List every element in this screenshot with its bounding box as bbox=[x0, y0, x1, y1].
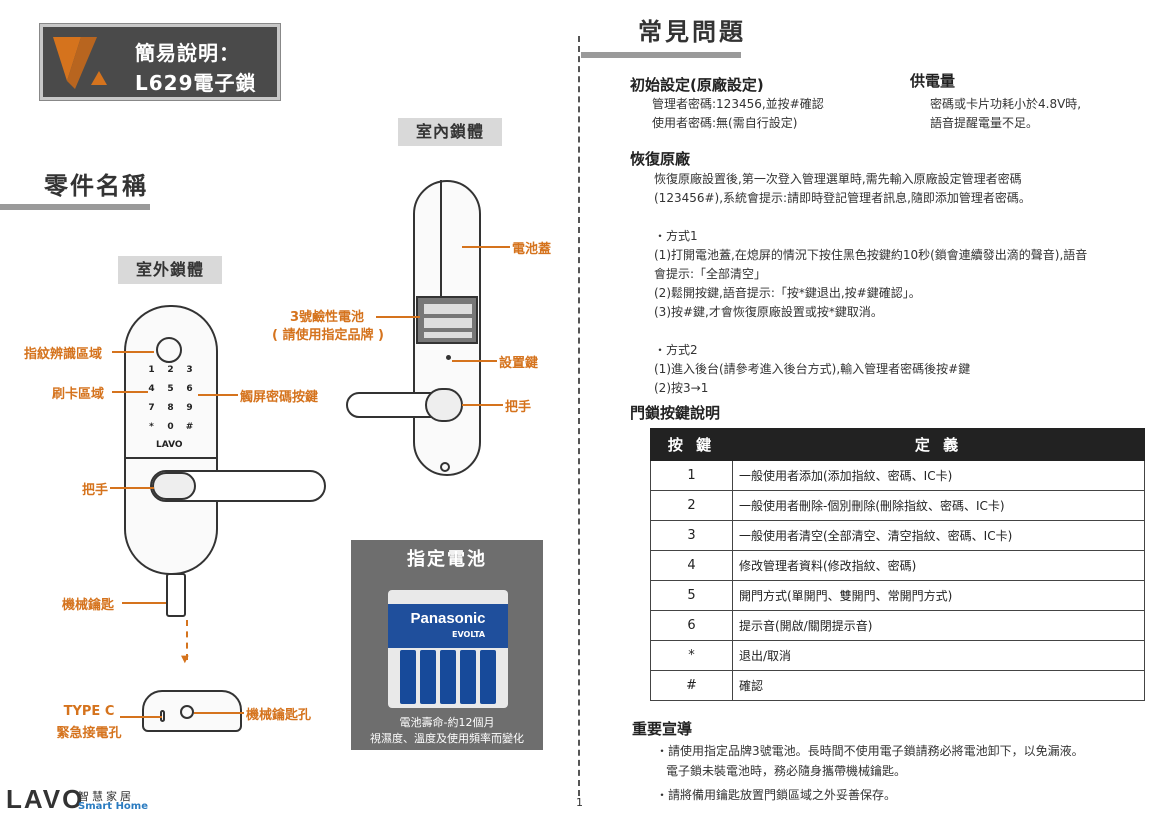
callout-typec-2: 緊急接電孔 bbox=[56, 726, 122, 741]
callout-card: 刷卡區域 bbox=[52, 387, 105, 402]
callout-battery-cover: 電池蓋 bbox=[512, 242, 552, 257]
keyhole-shape bbox=[180, 705, 194, 719]
indoor-screw bbox=[440, 462, 450, 472]
notice-line-3: ・請將備用鑰匙放置門鎖區域之外妥善保存。 bbox=[656, 788, 897, 802]
callout-handle-in: 把手 bbox=[505, 400, 532, 415]
power-heading: 供電量 bbox=[904, 66, 955, 92]
keypad-key[interactable]: 8 bbox=[167, 403, 174, 413]
battery-panel: 指定電池 Panasonic EVOLTA 電池壽命-約12個月 視濕度、溫度及… bbox=[351, 540, 543, 750]
battery-caption-2: 視濕度、溫度及使用頻率而變化 bbox=[370, 732, 524, 745]
restore-body: 恢復原廠設置後,第一次登入管理選單時,需先輸入原廠設定管理者密碼 (123456… bbox=[654, 172, 1088, 395]
title-box: 簡易說明： L629電子鎖 bbox=[39, 23, 281, 101]
keypad-key[interactable]: * bbox=[149, 422, 154, 432]
battery-model: EVOLTA bbox=[452, 630, 486, 639]
outdoor-lock-body: 1 2 3 4 5 6 7 8 9 * 0 # LAVO bbox=[124, 305, 218, 575]
outdoor-handle-base bbox=[152, 472, 196, 500]
battery-panel-title: 指定電池 bbox=[407, 549, 487, 570]
brand-en: Smart Home bbox=[78, 801, 149, 812]
notice-line-2: 電子鎖未裝電池時，務必隨身攜帶機械鑰匙。 bbox=[666, 764, 907, 778]
keypad-brand: LAVO bbox=[156, 440, 183, 450]
battery-pack-image: Panasonic EVOLTA bbox=[388, 590, 508, 708]
faq-title: 常見問題 bbox=[638, 18, 746, 46]
keypad-key[interactable]: 4 bbox=[148, 384, 155, 394]
down-arrow-icon: ▼ bbox=[181, 654, 189, 665]
line-fingerprint bbox=[112, 351, 154, 353]
line-typec bbox=[120, 716, 162, 718]
page-divider bbox=[578, 36, 580, 796]
page-number: 1 bbox=[576, 796, 583, 809]
line-keyhole bbox=[194, 712, 244, 714]
callout-touch-keypad: 觸屏密碼按鍵 bbox=[240, 390, 319, 405]
callout-battery-1: 3號鹼性電池 bbox=[290, 310, 365, 325]
callout-setting-key: 設置鍵 bbox=[499, 356, 539, 371]
keypad-key[interactable]: 2 bbox=[167, 365, 174, 375]
keypad: 1 2 3 4 5 6 7 8 9 * 0 # bbox=[142, 365, 202, 441]
faq-title-bar bbox=[581, 52, 741, 58]
line-mech-key bbox=[122, 602, 166, 604]
keypad-key[interactable]: 1 bbox=[148, 365, 155, 375]
outdoor-label: 室外鎖體 bbox=[118, 256, 222, 284]
title-line-1: 簡易說明： bbox=[135, 41, 240, 65]
title-logo-icon bbox=[53, 37, 107, 89]
col-def-header: 定 義 bbox=[732, 428, 1145, 461]
indoor-handle-base bbox=[425, 388, 463, 422]
line-touch-keypad bbox=[198, 394, 238, 396]
battery-compartment bbox=[416, 296, 478, 344]
initial-heading: 初始設定(原廠設定) bbox=[624, 70, 764, 96]
keypad-key[interactable]: 6 bbox=[186, 384, 193, 394]
keypad-key[interactable]: 3 bbox=[186, 365, 193, 375]
keypad-key[interactable]: 9 bbox=[186, 403, 193, 413]
body-divider bbox=[126, 457, 216, 459]
col-key-header: 按 鍵 bbox=[650, 428, 733, 461]
line-handle-out bbox=[110, 487, 154, 489]
notice-line-1: ・請使用指定品牌3號電池。長時間不使用電子鎖請務必將電池卸下，以免漏液。 bbox=[656, 744, 1084, 758]
line-battery-cover bbox=[462, 246, 510, 248]
initial-body: 管理者密碼:123456,並按#確認 使用者密碼:無(需自行設定) bbox=[652, 97, 824, 130]
parts-title-bar bbox=[0, 204, 150, 210]
mechanical-key-shape bbox=[166, 573, 186, 617]
callout-keyhole: 機械鑰匙孔 bbox=[246, 708, 312, 723]
notice-heading: 重要宣導 bbox=[626, 714, 692, 740]
brand-zh: 智慧家居 bbox=[78, 790, 134, 803]
keypad-key[interactable]: # bbox=[185, 422, 194, 432]
restore-heading: 恢復原廠 bbox=[624, 144, 690, 170]
line-card bbox=[112, 391, 148, 393]
table-row: #確認 bbox=[650, 670, 1145, 701]
battery-brand: Panasonic bbox=[410, 610, 486, 627]
keypad-key[interactable]: 5 bbox=[167, 384, 174, 394]
power-body: 密碼或卡片功耗小於4.8V時, 語音提醒電量不足。 bbox=[930, 97, 1082, 130]
callout-typec-1: TYPE C bbox=[63, 704, 115, 719]
callout-handle-out: 把手 bbox=[82, 483, 109, 498]
indoor-label: 室內鎖體 bbox=[398, 118, 502, 146]
callout-battery-2: ( 請使用指定品牌 ) bbox=[272, 328, 384, 343]
key-arrow-dash bbox=[186, 620, 188, 660]
line-battery bbox=[376, 316, 420, 318]
callout-mech-key: 機械鑰匙 bbox=[62, 598, 115, 613]
line-handle-in bbox=[462, 404, 503, 406]
setting-key-dot bbox=[446, 355, 451, 360]
title-line-2: L629電子鎖 bbox=[135, 71, 257, 95]
brand-logo: LAVO bbox=[6, 784, 85, 814]
line-setting-key bbox=[452, 360, 497, 362]
callout-fingerprint: 指紋辨識區域 bbox=[24, 347, 103, 362]
indoor-cover-seam bbox=[440, 180, 442, 298]
battery-caption-1: 電池壽命-約12個月 bbox=[399, 716, 495, 729]
table-row: *退出/取消 bbox=[650, 640, 1145, 671]
fingerprint-sensor bbox=[156, 337, 182, 363]
keypad-key[interactable]: 7 bbox=[148, 403, 155, 413]
parts-title: 零件名稱 bbox=[44, 172, 148, 200]
keys-heading: 門鎖按鍵說明 bbox=[624, 398, 720, 424]
keypad-key[interactable]: 0 bbox=[167, 422, 174, 432]
